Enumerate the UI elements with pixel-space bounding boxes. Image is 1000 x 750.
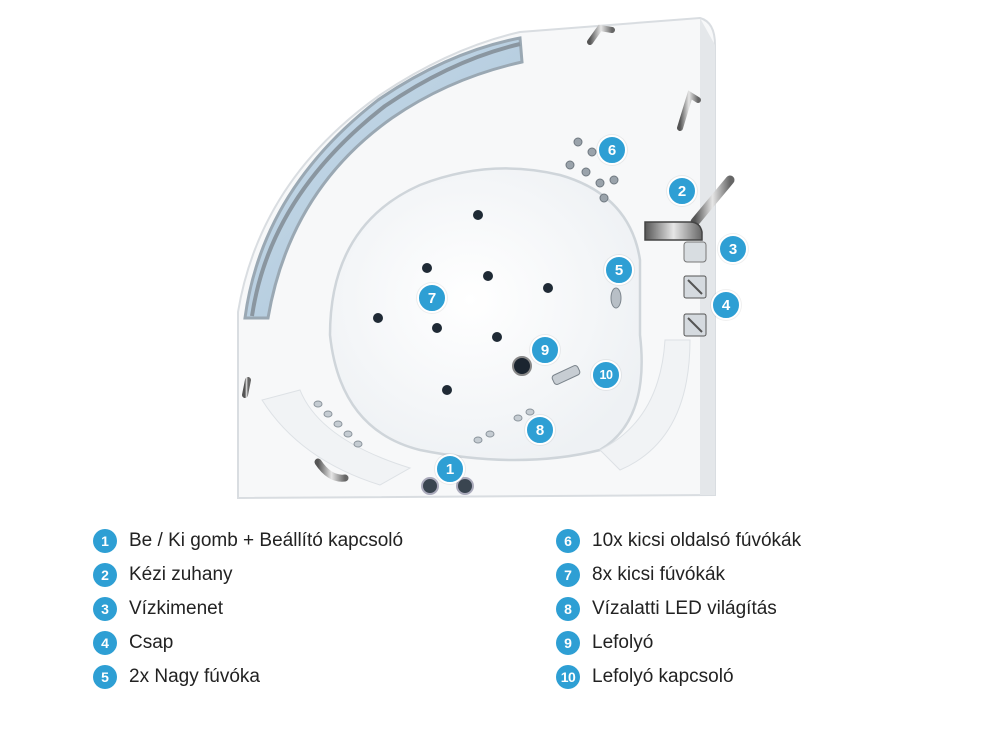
callout-badge-3: 3 xyxy=(718,234,748,264)
bathtub-illustration xyxy=(237,16,735,500)
control-button-right xyxy=(456,477,474,495)
callout-badge-1: 1 xyxy=(435,454,465,484)
tub-basin xyxy=(328,167,643,462)
legend-label: Lefolyó xyxy=(592,632,654,653)
legend-badge: 4 xyxy=(93,631,117,655)
side-jets xyxy=(565,137,619,203)
legend-label: Vízalatti LED világítás xyxy=(592,598,777,619)
legend-badge: 1 xyxy=(93,529,117,553)
hand-shower xyxy=(690,175,735,227)
callout-badge-8: 8 xyxy=(525,415,555,445)
legend-label: Vízkimenet xyxy=(129,598,223,619)
glass-panel xyxy=(243,36,524,320)
legend-label: Be / Ki gomb + Beállító kapcsoló xyxy=(129,530,404,551)
legend-label: Lefolyó kapcsoló xyxy=(592,666,734,687)
legend-badge: 6 xyxy=(556,529,580,553)
callout-badge-6: 6 xyxy=(597,135,627,165)
legend-label: 10x kicsi oldalsó fúvókák xyxy=(592,530,802,551)
legend-label: Kézi zuhany xyxy=(129,564,233,585)
control-button-left xyxy=(421,477,439,495)
legend-item: 8 Vízalatti LED világítás xyxy=(556,592,801,626)
legend-badge: 10 xyxy=(556,665,580,689)
callout-badge-5: 5 xyxy=(604,255,634,285)
legend-item: 6 10x kicsi oldalsó fúvókák xyxy=(556,524,801,558)
legend-left: 1 Be / Ki gomb + Beállító kapcsoló 2 Kéz… xyxy=(93,524,403,694)
legend-item: 9 Lefolyó xyxy=(556,626,801,660)
legend-right: 6 10x kicsi oldalsó fúvókák 7 8x kicsi f… xyxy=(556,524,801,694)
legend-badge: 5 xyxy=(93,665,117,689)
callout-badge-2: 2 xyxy=(667,176,697,206)
drain xyxy=(512,356,532,376)
legend-label: 2x Nagy fúvóka xyxy=(129,666,260,687)
spout xyxy=(644,221,703,241)
jets-small xyxy=(373,210,553,395)
legend-item: 7 8x kicsi fúvókák xyxy=(556,558,801,592)
legend-label: 8x kicsi fúvókák xyxy=(592,564,726,585)
legend-item: 1 Be / Ki gomb + Beállító kapcsoló xyxy=(93,524,403,558)
legend-item: 5 2x Nagy fúvóka xyxy=(93,660,403,694)
callout-badge-9: 9 xyxy=(530,335,560,365)
callout-badge-4: 4 xyxy=(711,290,741,320)
legend-item: 4 Csap xyxy=(93,626,403,660)
legend-item: 10 Lefolyó kapcsoló xyxy=(556,660,801,694)
legend-label: Csap xyxy=(129,632,174,653)
legend-badge: 8 xyxy=(556,597,580,621)
legend-item: 2 Kézi zuhany xyxy=(93,558,403,592)
callout-badge-7: 7 xyxy=(417,283,447,313)
legend-badge: 3 xyxy=(93,597,117,621)
legend-badge: 7 xyxy=(556,563,580,587)
legend-item: 3 Vízkimenet xyxy=(93,592,403,626)
callout-badge-10: 10 xyxy=(591,360,621,390)
legend-badge: 2 xyxy=(93,563,117,587)
legend-badge: 9 xyxy=(556,631,580,655)
